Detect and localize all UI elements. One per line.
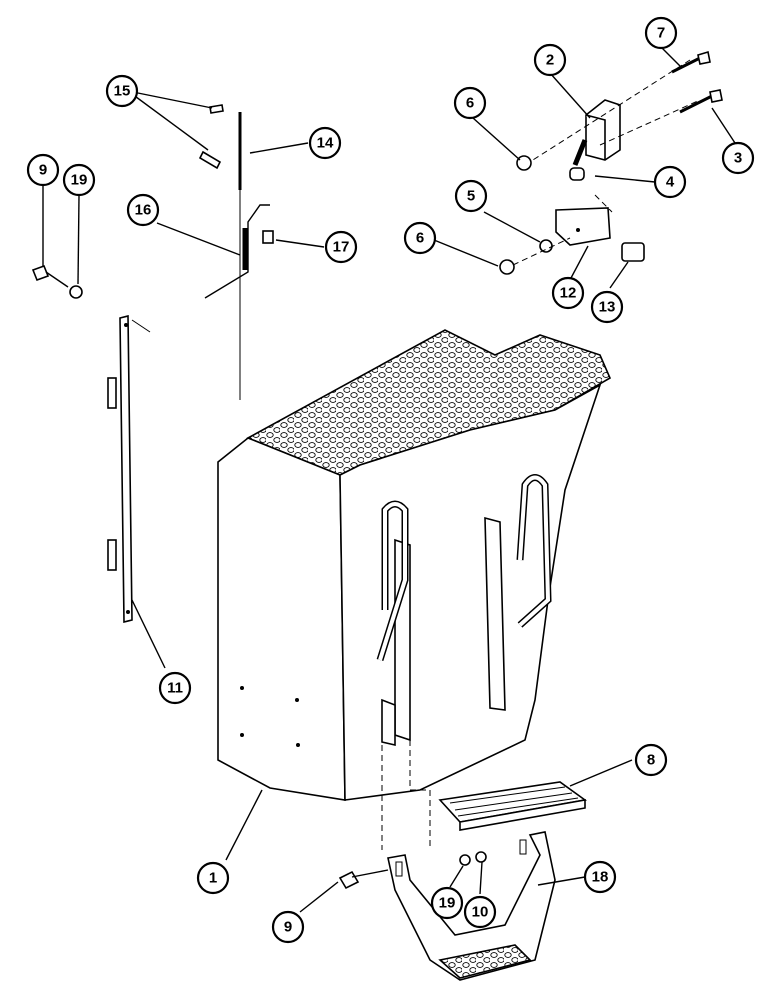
svg-text:4: 4 bbox=[666, 174, 675, 191]
hinge-assembly bbox=[499, 50, 723, 275]
callout-3: 3 bbox=[721, 141, 755, 175]
callout-8: 8 bbox=[634, 743, 668, 777]
svg-text:15: 15 bbox=[114, 83, 131, 100]
svg-text:9: 9 bbox=[39, 162, 47, 179]
svg-text:11: 11 bbox=[167, 680, 183, 697]
side-rail bbox=[31, 264, 151, 624]
step-bracket bbox=[338, 831, 556, 981]
callout-1: 1 bbox=[196, 861, 230, 895]
svg-text:13: 13 bbox=[599, 299, 616, 316]
svg-text:12: 12 bbox=[560, 285, 577, 302]
svg-text:6: 6 bbox=[416, 230, 424, 247]
callout-12: 12 bbox=[551, 276, 585, 310]
rod-spring-assembly bbox=[198, 104, 274, 400]
svg-text:8: 8 bbox=[647, 752, 655, 769]
callout-9-upper: 9 bbox=[26, 153, 60, 187]
callout-2: 2 bbox=[533, 43, 567, 77]
svg-text:7: 7 bbox=[657, 25, 665, 42]
svg-text:19: 19 bbox=[439, 895, 456, 912]
callout-18: 18 bbox=[583, 860, 617, 894]
svg-text:10: 10 bbox=[472, 904, 489, 921]
callout-4: 4 bbox=[653, 165, 687, 199]
callout-6-upper: 6 bbox=[453, 86, 487, 120]
svg-text:6: 6 bbox=[466, 95, 474, 112]
callout-17: 17 bbox=[324, 230, 358, 264]
callout-9-lower: 9 bbox=[271, 910, 305, 944]
callout-7: 7 bbox=[644, 16, 678, 50]
svg-text:1: 1 bbox=[209, 870, 217, 887]
svg-text:19: 19 bbox=[71, 172, 88, 189]
svg-text:3: 3 bbox=[734, 150, 742, 167]
step-tread bbox=[438, 781, 588, 831]
callout-10: 10 bbox=[463, 895, 497, 929]
svg-text:2: 2 bbox=[546, 52, 554, 69]
callout-13: 13 bbox=[590, 290, 624, 324]
callout-6-lower: 6 bbox=[403, 221, 437, 255]
svg-text:17: 17 bbox=[333, 239, 350, 256]
svg-text:14: 14 bbox=[317, 135, 334, 152]
callout-16: 16 bbox=[126, 193, 160, 227]
callout-19-upper: 19 bbox=[62, 163, 96, 197]
callout-5: 5 bbox=[454, 179, 488, 213]
callout-15: 15 bbox=[105, 74, 139, 108]
svg-text:16: 16 bbox=[135, 202, 152, 219]
callout-19-lower: 19 bbox=[430, 886, 464, 920]
tank-housing bbox=[217, 329, 612, 850]
svg-text:5: 5 bbox=[467, 188, 475, 205]
leader-lines bbox=[42, 47, 736, 913]
svg-text:9: 9 bbox=[284, 919, 292, 936]
svg-text:18: 18 bbox=[592, 869, 609, 886]
callout-11: 11 bbox=[158, 671, 192, 705]
callout-14: 14 bbox=[308, 126, 342, 160]
